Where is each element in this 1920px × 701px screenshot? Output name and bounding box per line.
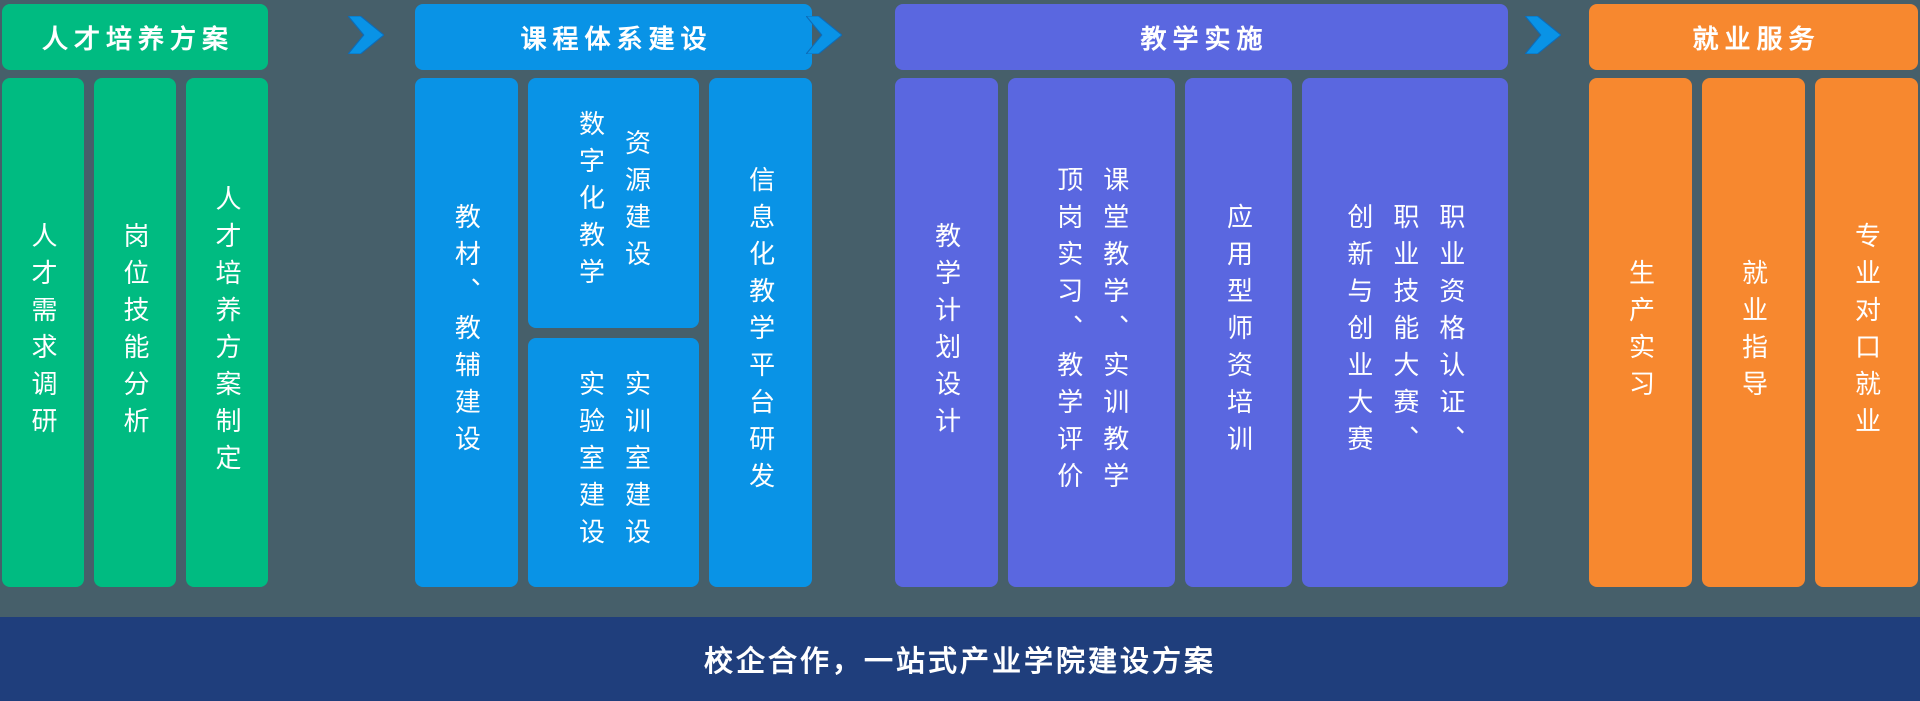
section-columns: 教学计划设计 顶岗实习、教学评价 课堂教学、实训教学 应用型师资培训 创新与创业… [895, 78, 1508, 587]
vertical-text-line: 数字化教学 [575, 110, 606, 296]
column-slot: 岗位技能分析 [94, 78, 176, 587]
vertical-text-line: 生产实习 [1625, 258, 1656, 407]
item-box: 岗位技能分析 [94, 78, 176, 587]
column-slot: 生产实习 [1589, 78, 1692, 587]
vertical-text-line: 岗位技能分析 [120, 221, 150, 444]
item-box: 应用型师资培训 [1185, 78, 1292, 587]
item-box: 实验室建设 实训室建设 [527, 337, 700, 587]
vertical-text-line: 人才培养方案制定 [212, 184, 242, 481]
item-box: 就业指导 [1702, 78, 1805, 587]
vertical-text-line: 课堂教学、实训教学 [1099, 166, 1130, 499]
vertical-text-line: 职业技能大赛、 [1389, 203, 1420, 462]
item-box: 专业对口就业 [1815, 78, 1918, 587]
vertical-text-line: 信息化教学平台研发 [745, 166, 776, 499]
column-slot: 专业对口就业 [1815, 78, 1918, 587]
vertical-text-line: 教学计划设计 [931, 221, 962, 444]
item-box: 信息化教学平台研发 [709, 78, 812, 587]
vertical-text-line: 职业资格认证、 [1435, 203, 1466, 462]
column-slot: 应用型师资培训 [1185, 78, 1292, 587]
section-title: 就业服务 [1589, 4, 1918, 70]
chevron-right-icon [348, 16, 384, 54]
vertical-text-line: 创新与创业大赛 [1343, 203, 1374, 462]
chevron-right-icon [806, 16, 842, 54]
item-box: 顶岗实习、教学评价 课堂教学、实训教学 [1008, 78, 1176, 587]
section-title: 课程体系建设 [415, 4, 812, 70]
column-slot: 人才培养方案制定 [186, 78, 268, 587]
vertical-text-line: 教材、教辅建设 [451, 203, 482, 462]
column-slot: 创新与创业大赛 职业技能大赛、 职业资格认证、 [1301, 78, 1508, 587]
item-box: 生产实习 [1589, 78, 1692, 587]
vertical-text-line: 就业指导 [1738, 258, 1769, 407]
section-columns: 人才需求调研 岗位技能分析 人才培养方案制定 [2, 78, 268, 587]
vertical-text-line: 实验室建设 [575, 369, 606, 555]
column-slot: 信息化教学平台研发 [709, 78, 812, 587]
chevron-right-icon [1525, 16, 1561, 54]
item-box: 教材、教辅建设 [415, 78, 518, 587]
column-slot: 顶岗实习、教学评价 课堂教学、实训教学 [1008, 78, 1176, 587]
vertical-text-line: 实训室建设 [621, 369, 652, 555]
section-teaching-implementation: 教学实施 教学计划设计 顶岗实习、教学评价 课堂教学、实训教学 应用型师资培训 [895, 4, 1508, 587]
column-slot: 人才需求调研 [2, 78, 84, 587]
section-columns: 教材、教辅建设 数字化教学 资源建设 实验室建设 实训室建设 信息化教学平台研发 [415, 78, 812, 587]
footer-banner: 校企合作，一站式产业学院建设方案 [0, 617, 1920, 701]
item-box: 教学计划设计 [895, 78, 999, 587]
vertical-text-line: 专业对口就业 [1851, 221, 1882, 444]
section-curriculum-system: 课程体系建设 教材、教辅建设 数字化教学 资源建设 实验室建设 实训室建设 [415, 4, 812, 587]
column-slot: 教材、教辅建设 [415, 78, 518, 587]
column-slot: 教学计划设计 [895, 78, 999, 587]
vertical-text-line: 资源建设 [621, 128, 652, 277]
column-slot: 就业指导 [1702, 78, 1805, 587]
section-columns: 生产实习 就业指导 专业对口就业 [1589, 78, 1918, 587]
vertical-text-line: 顶岗实习、教学评价 [1053, 166, 1084, 499]
vertical-text-line: 应用型师资培训 [1223, 203, 1254, 462]
item-box: 人才培养方案制定 [186, 78, 268, 587]
footer-slogan: 校企合作，一站式产业学院建设方案 [703, 646, 1216, 678]
section-talent-training-plan: 人才培养方案 人才需求调研 岗位技能分析 人才培养方案制定 [2, 4, 268, 587]
item-box: 人才需求调研 [2, 78, 84, 587]
section-title: 教学实施 [895, 4, 1508, 70]
column-slot: 数字化教学 资源建设 实验室建设 实训室建设 [527, 78, 700, 587]
item-box: 创新与创业大赛 职业技能大赛、 职业资格认证、 [1301, 78, 1508, 587]
vertical-text-line: 人才需求调研 [28, 221, 58, 444]
item-box: 数字化教学 资源建设 [527, 78, 700, 328]
section-title: 人才培养方案 [2, 4, 268, 70]
section-employment-service: 就业服务 生产实习 就业指导 专业对口就业 [1589, 4, 1918, 587]
